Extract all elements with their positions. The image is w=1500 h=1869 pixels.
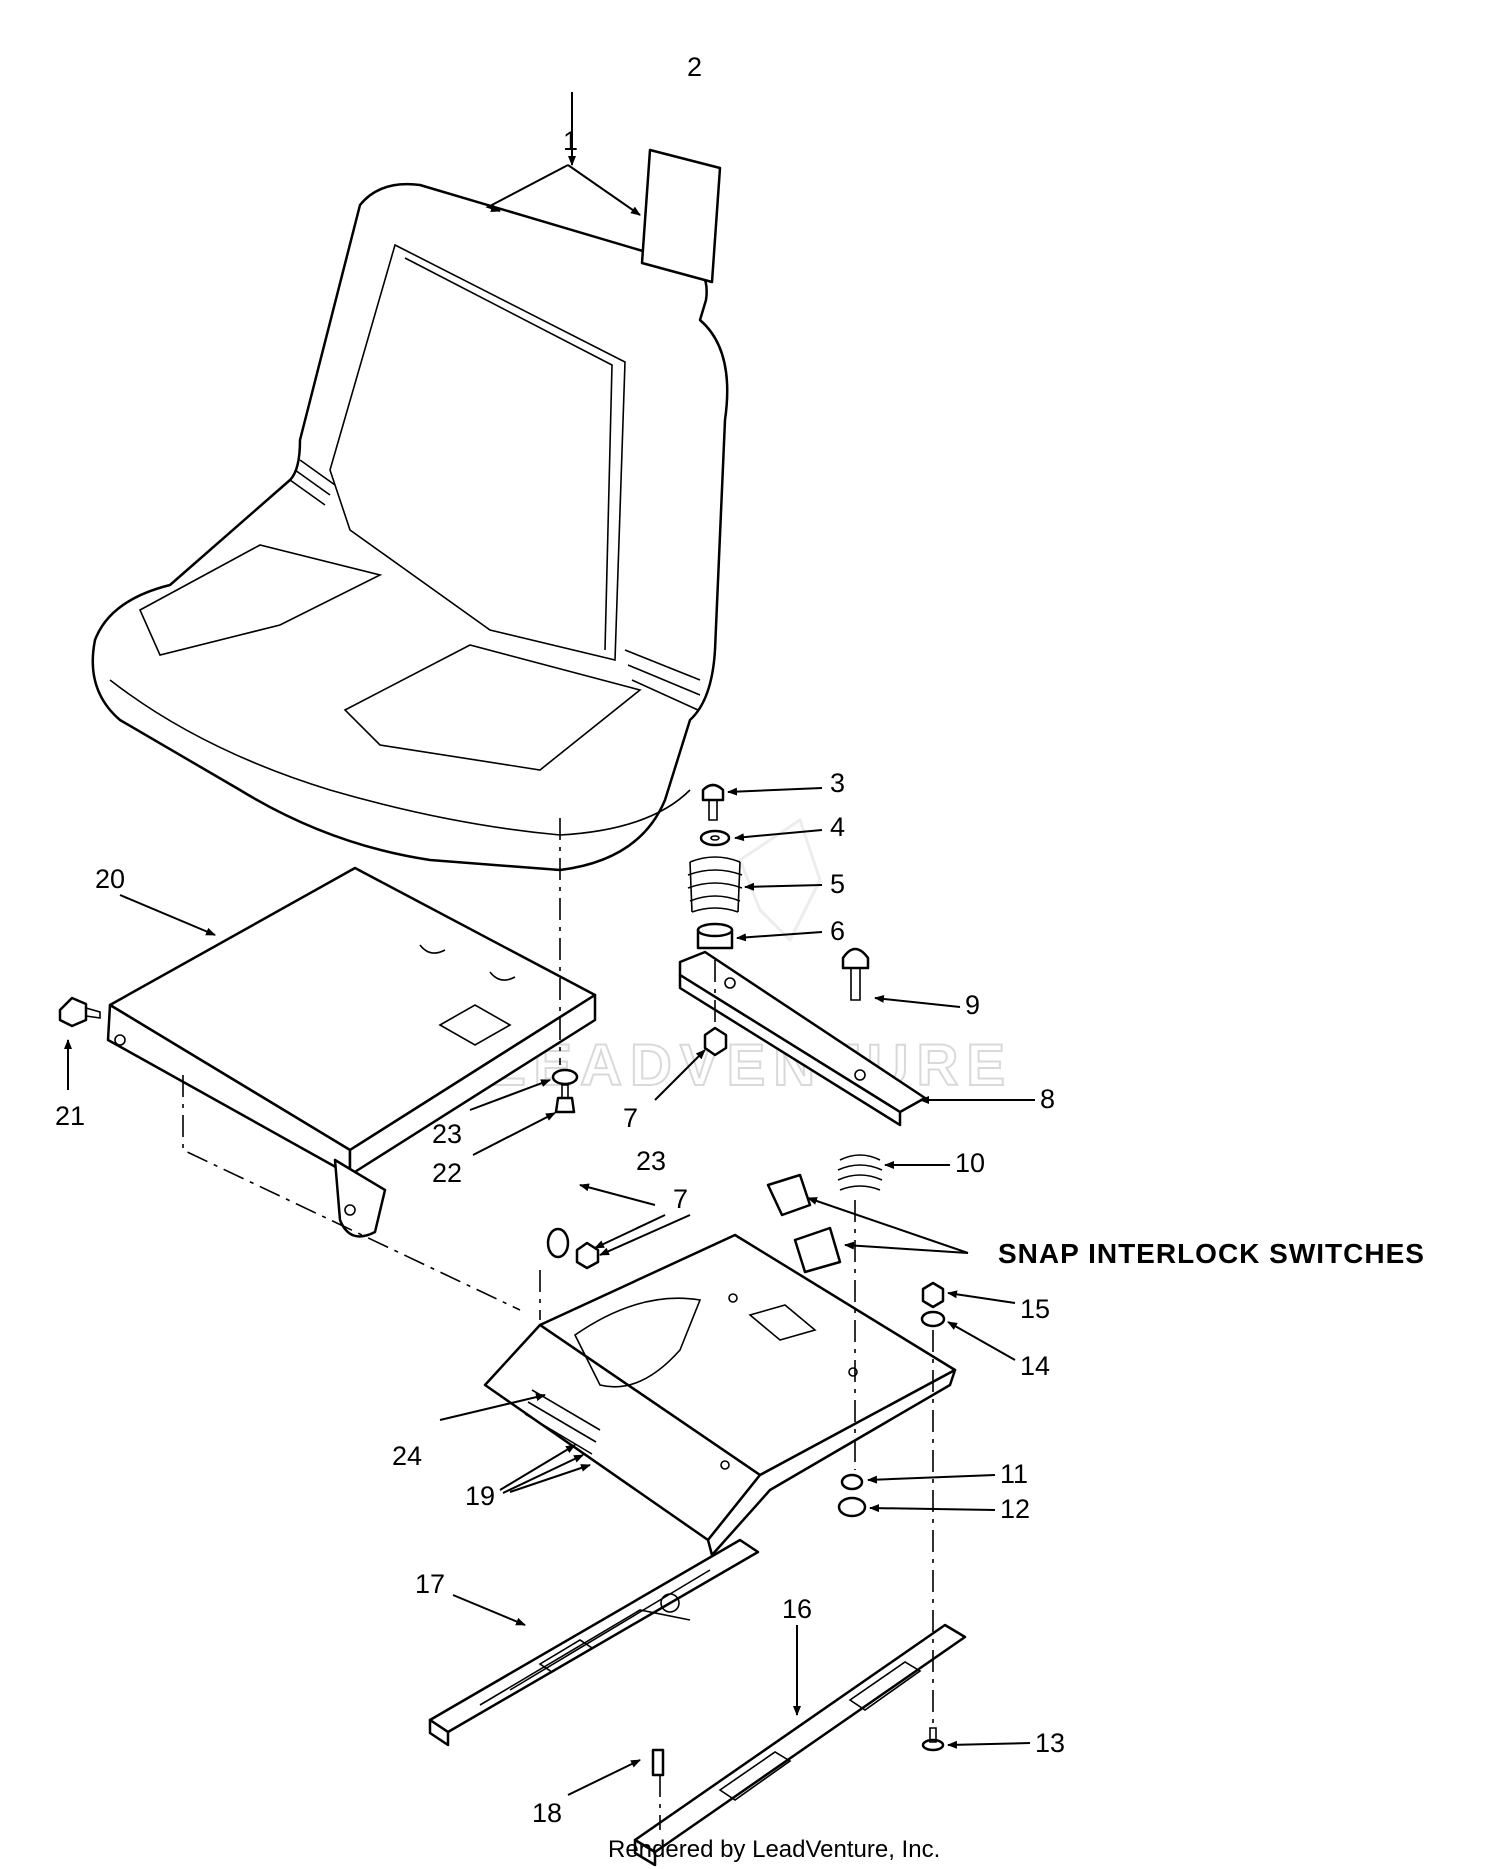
washer-part-14 xyxy=(920,1310,946,1328)
decal-part-2 xyxy=(640,148,722,284)
callout-18: 18 xyxy=(532,1798,562,1828)
snap-interlock-switches-label: SNAP INTERLOCK SWITCHES xyxy=(998,1238,1425,1269)
callout-23a: 23 xyxy=(432,1119,462,1149)
nut-part-12 xyxy=(837,1496,867,1518)
callout-8: 8 xyxy=(1040,1084,1055,1114)
callout-9: 9 xyxy=(965,990,980,1020)
interlock-switch-lower xyxy=(793,1226,842,1274)
interlock-switch-upper xyxy=(766,1173,812,1217)
washer-part-23b xyxy=(546,1227,570,1259)
callout-17: 17 xyxy=(415,1569,445,1599)
callout-4: 4 xyxy=(830,812,845,842)
seat-base-part-19 xyxy=(483,1233,957,1557)
seat-slide-part-17 xyxy=(428,1538,760,1747)
callout-3: 3 xyxy=(830,768,845,798)
callout-19: 19 xyxy=(465,1481,495,1511)
callout-10: 10 xyxy=(955,1148,985,1178)
washer-part-4 xyxy=(699,829,731,847)
footer-credit: Rendered by LeadVenture, Inc. xyxy=(608,1836,940,1863)
nut-part-7b xyxy=(575,1241,600,1270)
seat-slide-part-16 xyxy=(633,1623,967,1867)
bolt-part-9 xyxy=(841,947,870,1001)
callout-2: 2 xyxy=(687,52,702,82)
callout-11: 11 xyxy=(1000,1459,1028,1489)
nut-part-7a xyxy=(703,1026,728,1057)
leader-lines xyxy=(64,92,1035,1796)
callout-20: 20 xyxy=(95,864,125,894)
watermark-text: LEADVENTURE xyxy=(490,1033,1013,1098)
callout-22: 22 xyxy=(432,1158,462,1188)
callout-labels: 1 2 3 4 5 6 7 7 8 9 10 11 12 13 14 15 16… xyxy=(55,52,1065,1828)
callout-24: 24 xyxy=(392,1441,422,1471)
callout-23b: 23 xyxy=(636,1146,666,1176)
washer-part-23a xyxy=(551,1068,579,1086)
nut-part-15 xyxy=(921,1281,945,1309)
callout-7b: 7 xyxy=(673,1184,688,1214)
callout-16: 16 xyxy=(782,1594,812,1624)
bolt-part-21 xyxy=(58,996,101,1028)
callout-1: 1 xyxy=(563,126,578,156)
callout-12: 12 xyxy=(1000,1494,1030,1524)
callout-21: 21 xyxy=(55,1101,85,1131)
spacer-part-6 xyxy=(696,922,734,950)
callout-7a: 7 xyxy=(623,1103,638,1133)
seat-pan-part-20 xyxy=(106,866,597,1238)
seat-part-1 xyxy=(91,183,729,872)
callout-14: 14 xyxy=(1020,1351,1050,1381)
bolt-part-3 xyxy=(701,783,725,821)
bracket-part-8 xyxy=(678,950,927,1127)
callout-15: 15 xyxy=(1020,1294,1050,1324)
callout-13: 13 xyxy=(1035,1728,1065,1758)
washer-part-11 xyxy=(840,1473,864,1491)
bolt-part-18 xyxy=(651,1748,665,1777)
watermark-logo xyxy=(738,817,822,943)
bolt-part-22 xyxy=(554,1084,576,1114)
spring-part-10 xyxy=(837,1154,883,1191)
screw-part-13 xyxy=(921,1727,945,1752)
callout-6: 6 xyxy=(830,916,845,946)
spring-part-5 xyxy=(687,856,743,913)
callout-5: 5 xyxy=(830,869,845,899)
